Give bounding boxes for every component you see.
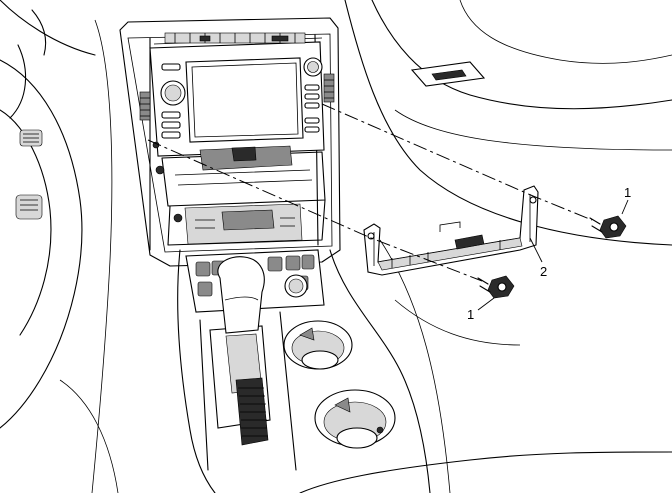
- console-sides: [177, 249, 431, 493]
- alignment-line-lower: [147, 139, 483, 282]
- console-bracket: [363, 185, 539, 276]
- callout-1-lower: 1: [467, 297, 495, 322]
- radio-buttons-right: [304, 84, 320, 133]
- radio-head-unit: [139, 32, 335, 157]
- callout-1-upper: 1: [621, 185, 631, 215]
- radio-top-vents: [164, 32, 306, 44]
- shifter-boot-pleats: [235, 377, 269, 446]
- steering-column-switch: [15, 129, 43, 220]
- rotary-knob: [284, 274, 308, 298]
- assembly-lines: [147, 103, 593, 282]
- dashboard-right: [299, 0, 672, 493]
- steering-wheel-area: [0, 0, 119, 493]
- callout-label-2: 2: [540, 264, 547, 279]
- gear-shifter: [199, 256, 297, 471]
- right-knob: [303, 57, 323, 77]
- side-vents: [139, 73, 335, 121]
- callout-label-1-lower: 1: [467, 307, 474, 322]
- callout-2: 2: [529, 237, 547, 279]
- cupholder-front: [283, 320, 353, 370]
- left-knob: [160, 80, 186, 106]
- fastener-lower: [477, 275, 515, 299]
- radio-buttons-left: [161, 63, 181, 139]
- glove-box-latch: [410, 61, 486, 87]
- alignment-line-upper: [321, 103, 593, 221]
- display-screen: [185, 57, 304, 143]
- fastener-upper: [589, 215, 627, 239]
- cupholder-rear: [314, 389, 396, 449]
- cavity-bracket: [152, 141, 303, 245]
- callout-label-1-upper: 1: [624, 185, 631, 200]
- exposed-cavity: [152, 141, 326, 246]
